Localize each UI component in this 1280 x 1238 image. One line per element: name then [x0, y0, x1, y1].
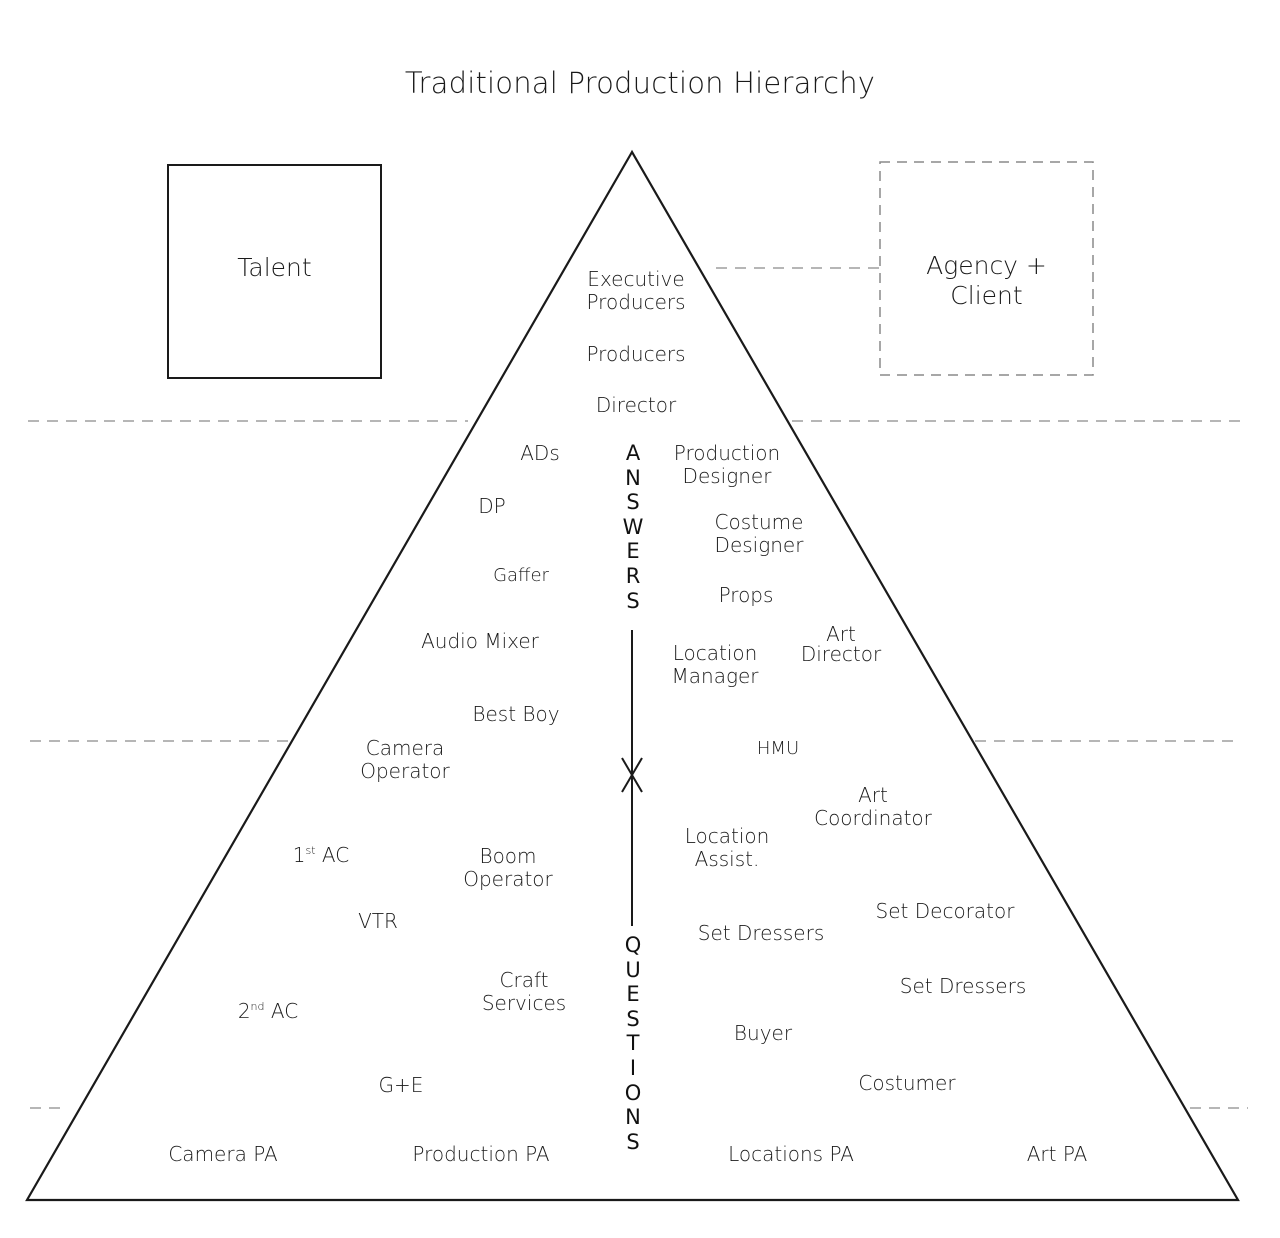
role-best-boy: Best Boy	[472, 702, 560, 726]
questions-letter: O	[624, 1080, 642, 1105]
questions-letter: T	[626, 1031, 640, 1056]
role-production-designer: Production Designer	[673, 441, 781, 488]
hierarchy-pyramid	[25, 149, 1240, 1202]
role-costumer: Costumer	[858, 1071, 956, 1095]
role-ads: ADs	[520, 441, 560, 465]
role-location-assist: Location Assist.	[684, 824, 770, 871]
role-camera-operator: Camera Operator	[360, 736, 450, 783]
answers-letter: R	[625, 563, 641, 588]
diagram-title: Traditional Production Hierarchy	[404, 66, 876, 100]
role-props: Props	[718, 583, 774, 607]
role-locations-pa: Locations PA	[728, 1142, 854, 1166]
role-gaffer: Gaffer	[493, 565, 549, 586]
questions-letter: I	[629, 1055, 637, 1080]
role-art-coordinator: Art Coordinator	[814, 783, 932, 830]
role-costume-designer: Costume Designer	[714, 510, 804, 557]
questions-letter: S	[626, 1129, 640, 1154]
role-buyer: Buyer	[733, 1021, 793, 1045]
role-set-dressers-center: Set Dressers	[697, 921, 825, 945]
role-hmu: HMU	[756, 738, 800, 759]
talent-label: Talent	[237, 253, 312, 282]
role-audio-mixer: Audio Mixer	[421, 629, 539, 653]
questions-letter: Q	[624, 933, 642, 957]
answers-letter: A	[625, 441, 641, 465]
answers-letter: E	[626, 539, 640, 564]
role-vtr: VTR	[358, 909, 398, 933]
role-camera-pa: Camera PA	[168, 1142, 278, 1166]
role-second-ac: 2nd AC	[237, 999, 299, 1023]
role-dp: DP	[478, 494, 506, 518]
agency-client-label: Agency + Client	[880, 251, 1093, 311]
role-craft-services: Craft Services	[481, 968, 567, 1015]
cross-mark-b	[621, 757, 643, 793]
role-producers: Producers	[586, 342, 686, 366]
agency-label-line-1: Agency +	[926, 251, 1047, 280]
role-set-decorator: Set Decorator	[875, 899, 1015, 923]
answers-letter: W	[622, 514, 644, 539]
answers-letter: N	[625, 465, 641, 490]
talent-box	[167, 164, 382, 379]
questions-letter: N	[625, 1105, 641, 1130]
questions-letter: U	[625, 957, 641, 982]
role-location-manager: Location Manager	[671, 641, 759, 688]
role-set-dressers-right: Set Dressers	[899, 974, 1027, 998]
role-first-ac: 1st AC	[292, 843, 350, 867]
role-g-and-e: G+E	[378, 1073, 424, 1097]
questions-letter: S	[626, 1006, 640, 1031]
role-production-pa: Production PA	[412, 1142, 550, 1166]
role-art-pa: Art PA	[1026, 1142, 1088, 1166]
questions-letter: E	[626, 982, 640, 1007]
agency-client-box	[879, 161, 1094, 376]
answers-letter: S	[626, 490, 640, 515]
role-art-director: Art Director	[800, 622, 882, 666]
agency-label-line-2: Client	[950, 281, 1023, 310]
role-executive-producers: Executive Producers	[586, 267, 686, 314]
role-director: Director	[595, 393, 677, 417]
answers-letter: S	[626, 588, 640, 613]
role-boom-operator: Boom Operator	[463, 844, 553, 891]
